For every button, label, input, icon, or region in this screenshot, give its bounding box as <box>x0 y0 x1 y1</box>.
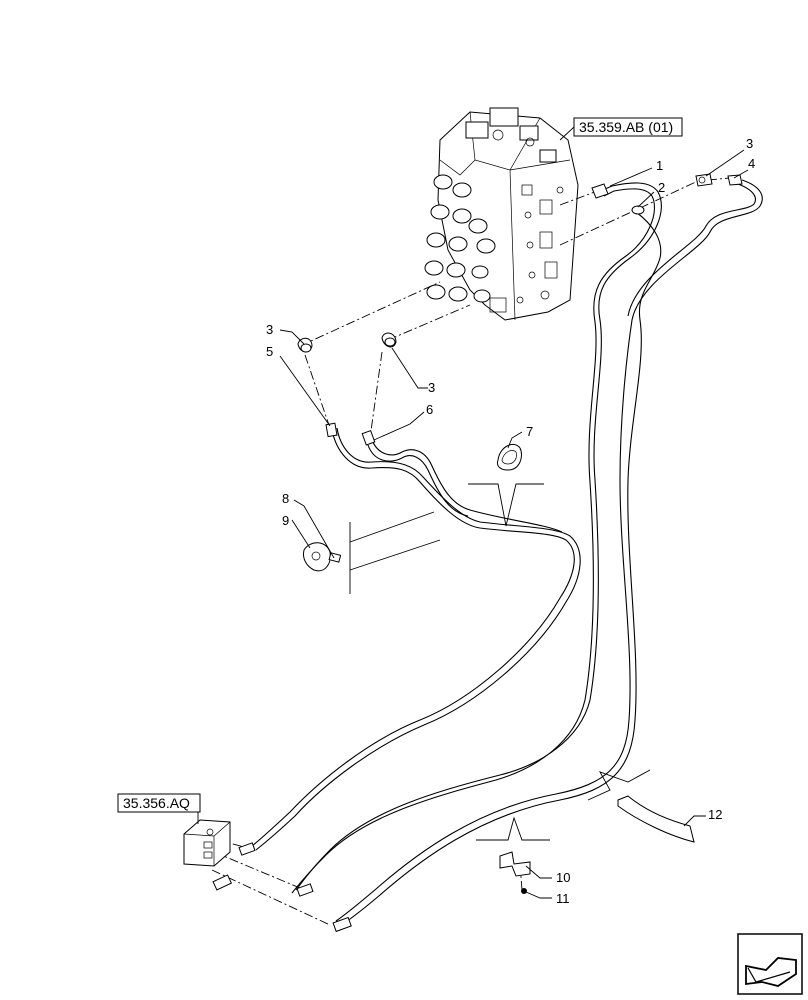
callout-6[interactable]: 6 <box>426 402 433 417</box>
control-valve[interactable] <box>424 107 579 321</box>
callout-9[interactable]: 9 <box>282 513 289 528</box>
callout-1[interactable]: 1 <box>656 158 663 173</box>
callout-2[interactable]: 2 <box>658 180 665 195</box>
callout-12[interactable]: 12 <box>708 807 722 822</box>
block-reference-label: 35.356.AQ <box>123 795 190 811</box>
strap-part-12[interactable] <box>617 795 695 843</box>
callout-numbers: 1 2 3 4 3 5 3 6 7 8 9 10 11 12 <box>266 136 755 906</box>
arrow-link-icon[interactable] <box>737 933 803 995</box>
valve-reference-label: 35.359.AB (01) <box>579 119 673 135</box>
callout-5[interactable]: 5 <box>266 344 273 359</box>
callout-3-left[interactable]: 3 <box>266 322 273 337</box>
fittings <box>212 173 743 933</box>
nut-part-11[interactable] <box>521 888 527 894</box>
callout-11[interactable]: 11 <box>556 891 570 906</box>
hoses <box>251 179 763 927</box>
clamp-part-9[interactable] <box>303 542 331 572</box>
block-reference-box[interactable]: 35.356.AQ <box>117 793 201 824</box>
callout-7[interactable]: 7 <box>526 424 533 439</box>
manifold-block[interactable] <box>183 819 231 867</box>
callout-8[interactable]: 8 <box>282 491 289 506</box>
callout-10[interactable]: 10 <box>556 870 570 885</box>
callout-3-middle[interactable]: 3 <box>428 380 435 395</box>
callout-3-top[interactable]: 3 <box>746 136 753 151</box>
callout-4[interactable]: 4 <box>748 156 755 171</box>
callout-leaders <box>279 149 749 899</box>
break-symbols <box>349 483 651 841</box>
grommet-part-7[interactable] <box>497 444 522 471</box>
bracket-part-10[interactable] <box>499 851 531 877</box>
bolt-part-8[interactable] <box>328 552 342 563</box>
valve-reference-box[interactable]: 35.359.AB (01) <box>559 117 683 141</box>
